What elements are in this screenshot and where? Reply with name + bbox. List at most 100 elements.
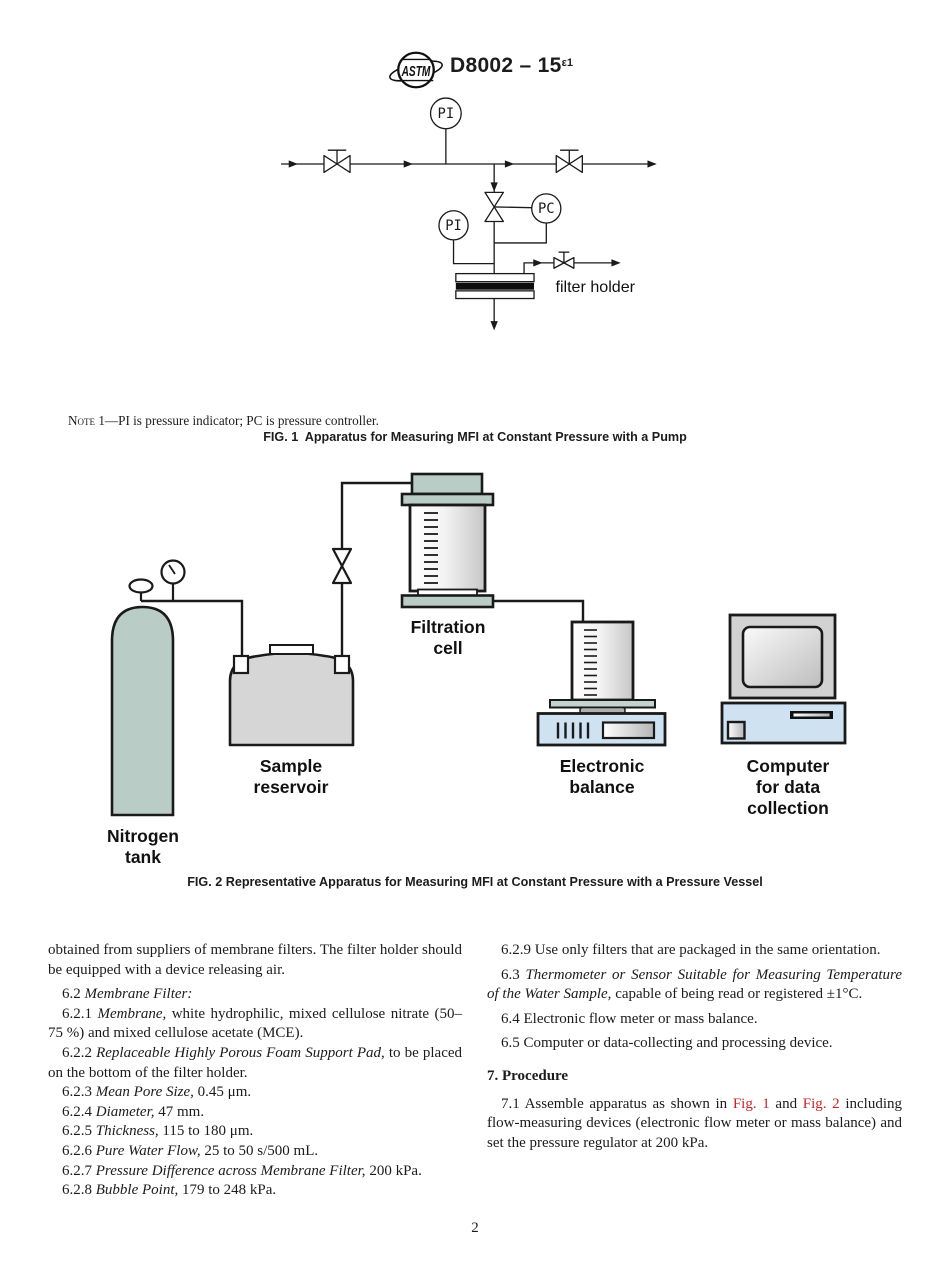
text-segment: to be placed on the bottom of the filter… xyxy=(48,1044,463,1081)
text-segment: 7.1 Assemble apparatus as shown in xyxy=(501,1095,733,1112)
paragraph: 6.2 Membrane Filter: xyxy=(48,985,462,1005)
text-segment: Note 1 xyxy=(68,413,105,428)
paragraph: 6.2.8 Bubble Point, 179 to 248 kPa. xyxy=(48,1181,462,1201)
disk-button xyxy=(726,720,746,740)
text-segment: Pressure Difference across Membrane Filt… xyxy=(95,1162,366,1179)
nitrogen-tank-icon xyxy=(110,559,244,817)
electronic-balance-icon xyxy=(536,620,667,747)
paragraph: 6.2.6 Pure Water Flow, 25 to 50 s/500 mL… xyxy=(48,1142,462,1162)
balance-display xyxy=(601,721,656,740)
text-segment: 6.2.8 xyxy=(62,1182,96,1199)
monitor-screen xyxy=(741,625,824,689)
paragraph: 6.2.3 Mean Pore Size, 0.45 μm. xyxy=(48,1083,462,1103)
text-segment: 47 mm. xyxy=(154,1103,205,1120)
svg-text:PI: PI xyxy=(445,218,462,234)
svg-text:ASTM: ASTM xyxy=(401,64,431,80)
paragraph: 6.3 Thermometer or Sensor Suitable for M… xyxy=(487,966,902,1005)
svg-text:cell: cell xyxy=(433,638,462,658)
paragraph: 7. Procedure xyxy=(487,1067,902,1087)
text-segment: and xyxy=(769,1095,803,1112)
sample-reservoir-icon xyxy=(228,644,355,747)
pressure-indicator-top: PI xyxy=(429,97,462,130)
paragraph: 6.5 Computer or data-collecting and proc… xyxy=(487,1034,902,1054)
svg-text:Nitrogen: Nitrogen xyxy=(107,826,179,846)
text-segment: white hydrophilic, mixed cellulose nitra… xyxy=(48,1005,462,1042)
svg-text:Computer: Computer xyxy=(747,756,830,776)
text-segment: 6.2.9 Use only filters that are packaged… xyxy=(501,942,881,958)
text-segment: 7. Procedure xyxy=(487,1067,569,1084)
text-segment: 200 kPa. xyxy=(365,1162,422,1179)
text-segment: 6.2 xyxy=(62,986,85,1003)
astm-logo-icon: ASTM xyxy=(389,51,443,89)
text-segment: 6.4 Electronic flow meter or mass balanc… xyxy=(501,1010,758,1027)
text-segment: 6.2.7 xyxy=(62,1162,96,1179)
svg-text:Filtration: Filtration xyxy=(411,617,486,637)
vent-valve-icon xyxy=(553,256,575,269)
svg-text:Sample: Sample xyxy=(260,756,323,776)
figure-1-note: Note 1—PI is pressure indicator; PC is p… xyxy=(68,413,379,429)
text-segment: 179 to 248 kPa. xyxy=(178,1182,277,1199)
svg-text:PC: PC xyxy=(538,201,555,217)
computer-label: Computer for data collection xyxy=(747,756,830,818)
paragraph: 6.2.2 Replaceable Highly Porous Foam Sup… xyxy=(48,1044,462,1083)
control-valve-icon xyxy=(484,191,505,223)
text-segment: obtained from suppliers of membrane filt… xyxy=(48,942,462,978)
svg-text:Electronic: Electronic xyxy=(560,756,645,776)
text-segment: Thermometer or Sensor Suitable for Measu… xyxy=(487,966,902,1003)
svg-text:tank: tank xyxy=(125,847,161,867)
text-segment: Pure Water Flow, xyxy=(95,1142,201,1159)
filter-holder-icon xyxy=(455,272,535,300)
inlet-valve-icon xyxy=(323,154,351,174)
text-segment: 6.3 xyxy=(501,966,526,983)
svg-text:balance: balance xyxy=(569,777,634,797)
electronic-balance-label: Electronic balance xyxy=(560,756,645,797)
svg-text:PI: PI xyxy=(438,106,455,122)
text-segment: Thickness, xyxy=(95,1123,159,1140)
nitrogen-tank-label: Nitrogen tank xyxy=(107,826,179,867)
paragraph: obtained from suppliers of membrane filt… xyxy=(48,941,462,980)
text-segment: 115 to 180 μm. xyxy=(158,1123,254,1140)
standard-designation: D8002 – 15ε1 xyxy=(450,54,573,78)
paragraph: 6.2.5 Thickness, 115 to 180 μm. xyxy=(48,1122,462,1142)
figure-2-diagram: Nitrogen tank Sample reservoir Filtratio… xyxy=(107,472,847,867)
text-segment: —PI is pressure indicator; PC is pressur… xyxy=(104,413,379,428)
computer-icon xyxy=(720,613,847,745)
pressure-indicator-left: PI xyxy=(438,210,469,241)
text-segment: 6.2.6 xyxy=(62,1142,96,1159)
text-segment: Bubble Point, xyxy=(95,1182,179,1199)
outlet-valve-icon xyxy=(555,154,583,174)
text-segment: capable of being read or registered ±1°C… xyxy=(611,986,863,1003)
text-segment: including flow-measuring devices (electr… xyxy=(487,1095,902,1151)
filter-holder-label: filter holder xyxy=(555,278,635,296)
text-segment: 25 to 50 s/500 mL. xyxy=(200,1142,319,1159)
paragraph: 6.2.9 Use only filters that are packaged… xyxy=(487,941,902,961)
figure-reference-link[interactable]: Fig. 2 xyxy=(802,1095,840,1112)
text-segment: Mean Pore Size, xyxy=(95,1084,194,1101)
pressure-controller: PC xyxy=(531,193,562,224)
svg-text:for data: for data xyxy=(756,777,820,797)
svg-text:reservoir: reservoir xyxy=(254,777,329,797)
figure-1-caption: FIG. 1 Apparatus for Measuring MFI at Co… xyxy=(263,430,687,444)
page-header: ASTM D8002 – 15ε1 xyxy=(0,46,950,96)
left-column: obtained from suppliers of membrane filt… xyxy=(48,941,462,1201)
sample-reservoir-label: Sample reservoir xyxy=(254,756,329,797)
paragraph: 6.4 Electronic flow meter or mass balanc… xyxy=(487,1010,902,1030)
paragraph: 7.1 Assemble apparatus as shown in Fig. … xyxy=(487,1095,902,1154)
filtration-cell-icon xyxy=(400,472,495,609)
figure-reference-link[interactable]: Fig. 1 xyxy=(732,1095,770,1112)
paragraph: 6.2.7 Pressure Difference across Membran… xyxy=(48,1162,462,1182)
designation-text: D8002 – 15 xyxy=(450,54,562,77)
text-segment: Membrane, xyxy=(97,1005,167,1022)
right-column: 6.2.9 Use only filters that are packaged… xyxy=(487,941,902,1153)
filtration-cell-label: Filtration cell xyxy=(411,617,486,658)
text-segment: 6.5 Computer or data-collecting and proc… xyxy=(501,1035,833,1052)
text-segment: 6.2.1 xyxy=(62,1005,98,1022)
page-number: 2 xyxy=(471,1220,479,1236)
text-segment: Membrane Filter: xyxy=(84,986,193,1003)
paragraph: 6.2.4 Diameter, 47 mm. xyxy=(48,1103,462,1123)
figure-2-caption: FIG. 2 Representative Apparatus for Meas… xyxy=(187,875,763,889)
text-segment: 6.2.5 xyxy=(62,1123,96,1140)
text-segment: Replaceable Highly Porous Foam Support P… xyxy=(96,1044,385,1061)
svg-text:collection: collection xyxy=(747,798,829,818)
